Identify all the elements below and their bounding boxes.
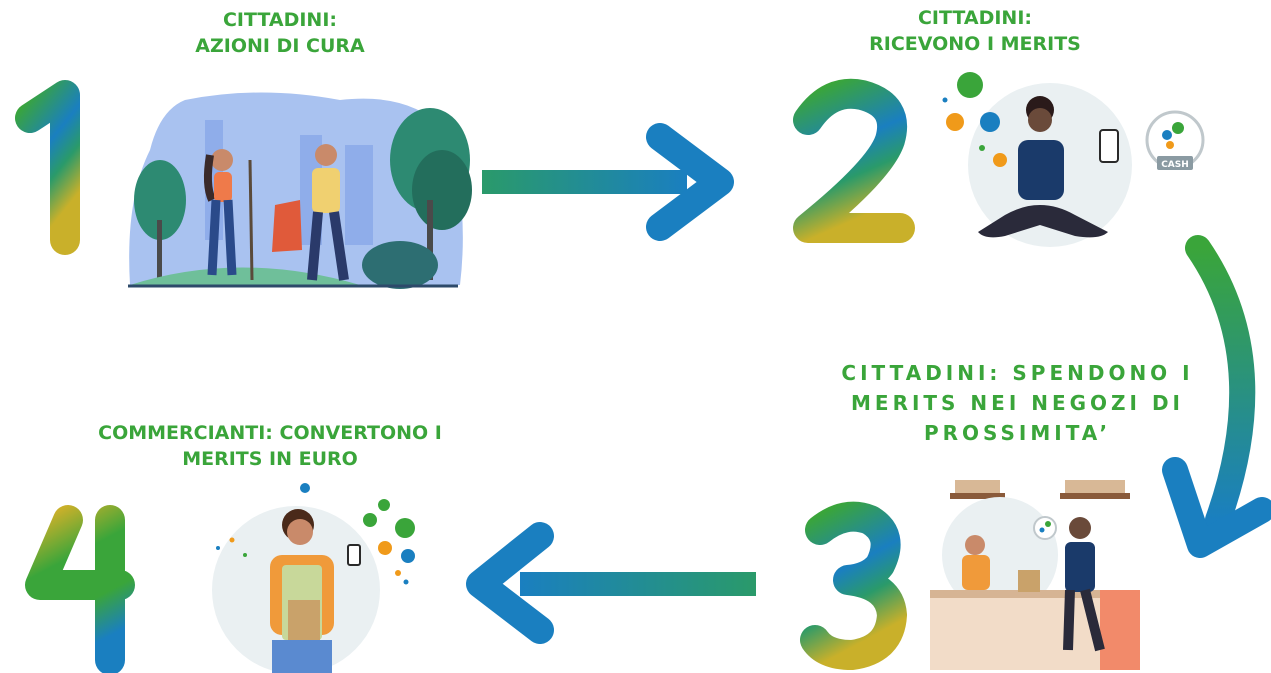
number-2 bbox=[793, 78, 915, 243]
arrow-curved-down bbox=[1162, 235, 1271, 558]
number-4 bbox=[25, 505, 135, 673]
arrow-right bbox=[482, 123, 734, 241]
step-3-label: CITTADINI: SPENDONO I MERITS NEI NEGOZI … bbox=[795, 358, 1240, 448]
shop-purchase-illustration bbox=[930, 480, 1140, 670]
park-cleaning-illustration bbox=[128, 92, 472, 289]
step-1-label: CITTADINI: AZIONI DI CURA bbox=[130, 8, 430, 59]
step-2-line2: RICEVONO I MERITS bbox=[869, 32, 1081, 55]
step-4-line1: COMMERCIANTI: CONVERTONO I bbox=[98, 422, 442, 444]
step-1-line2: AZIONI DI CURA bbox=[195, 34, 365, 57]
step-3-line2: MERITS NEI NEGOZI DI bbox=[851, 391, 1184, 415]
step-1-line1: CITTADINI: bbox=[222, 9, 337, 31]
cash-badge-text: CASH bbox=[1161, 160, 1189, 170]
step-3-line3: PROSSIMITA’ bbox=[923, 421, 1112, 445]
step-2-line1: CITTADINI: bbox=[917, 7, 1032, 29]
number-1 bbox=[15, 80, 80, 255]
step-2-label: CITTADINI: RICEVONO I MERITS bbox=[820, 6, 1130, 57]
step-4-line2: MERITS IN EURO bbox=[182, 447, 358, 470]
merchant-illustration bbox=[212, 483, 415, 673]
step-3-line1: CITTADINI: SPENDONO I bbox=[841, 361, 1194, 385]
merits-received-illustration: CASH bbox=[942, 72, 1205, 247]
step-4-label: COMMERCIANTI: CONVERTONO I MERITS IN EUR… bbox=[30, 421, 510, 472]
number-3 bbox=[800, 501, 907, 670]
arrow-left bbox=[466, 522, 756, 644]
